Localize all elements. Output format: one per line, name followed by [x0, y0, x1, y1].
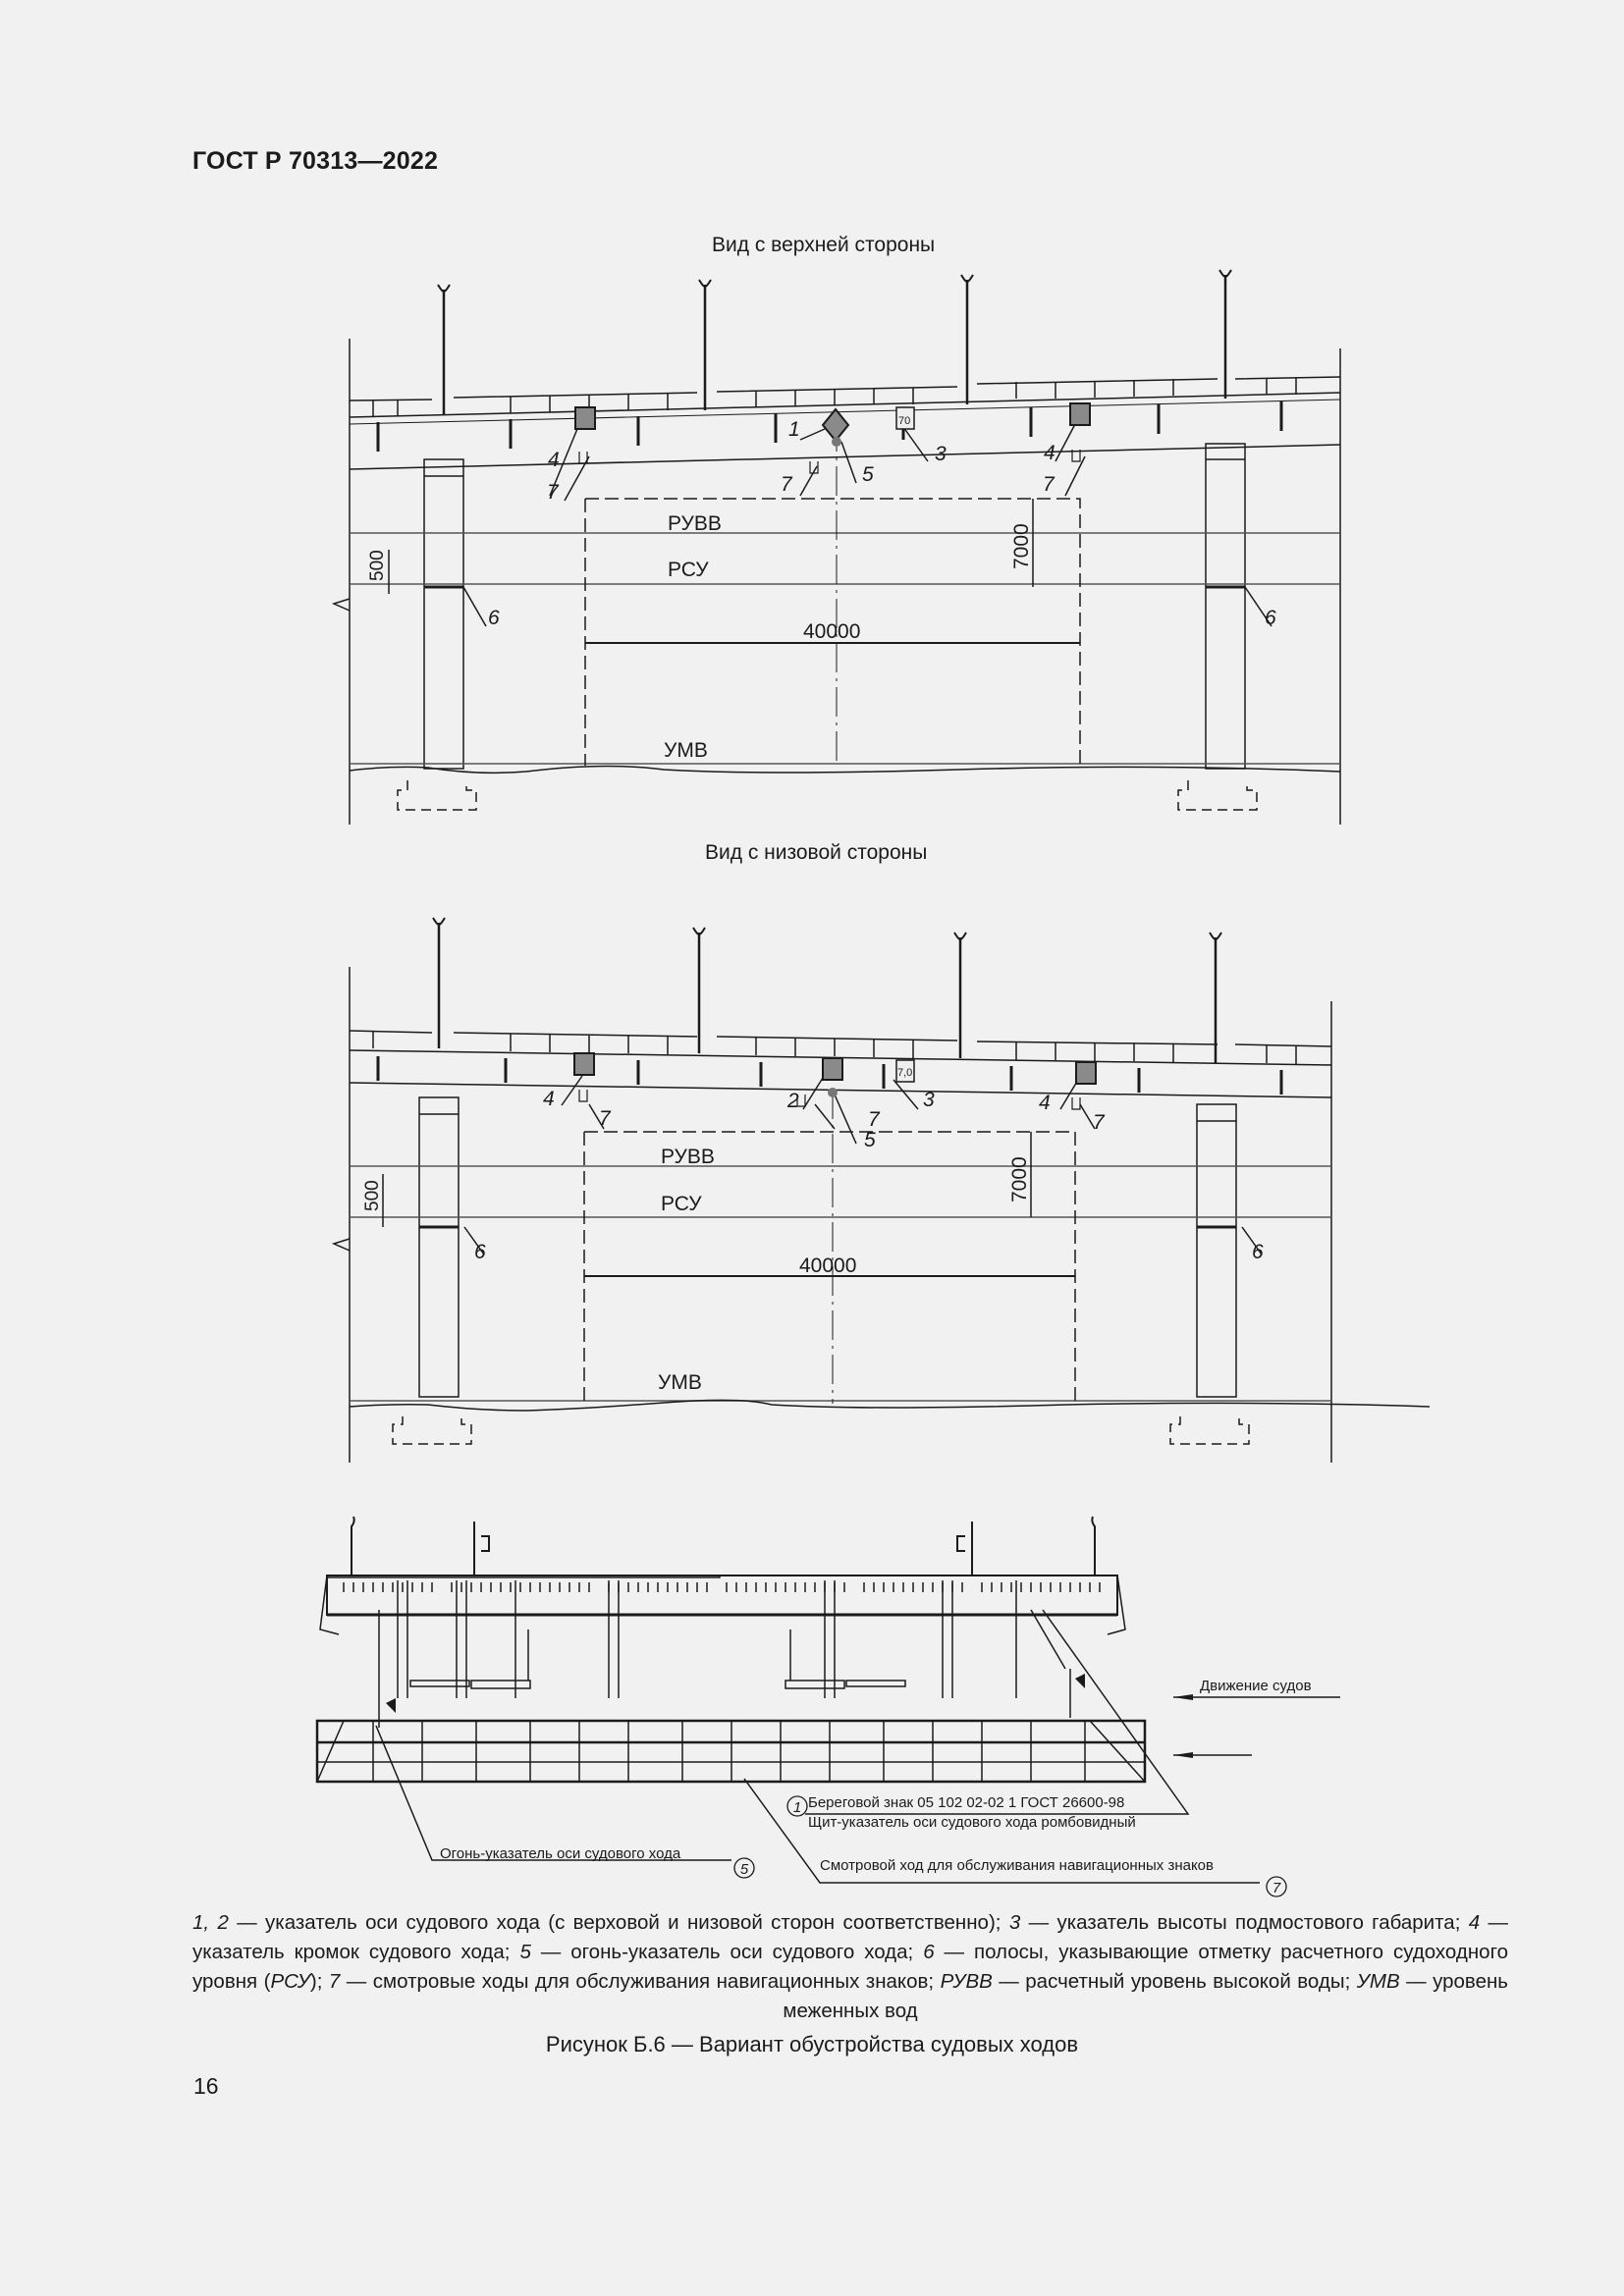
legend-key: РУВВ	[940, 1970, 993, 1993]
legend-key: 7	[328, 1970, 341, 1993]
callout-3: 3	[935, 443, 947, 465]
view-title-downstream: Вид с низовой стороны	[705, 841, 928, 864]
legend-text: );	[309, 1970, 323, 1993]
figure-legend: 1, 2 — указатель оси судового хода (с ве…	[192, 1911, 1509, 2022]
dimension-offset: 500	[367, 550, 388, 581]
document-header: ГОСТ Р 70313—2022	[192, 147, 439, 175]
dimension-height: 7000	[1008, 1156, 1031, 1202]
legend-key: 1, 2	[192, 1911, 229, 1934]
note-1-line1: Береговой знак 05 102 02-02 1 ГОСТ 26600…	[808, 1794, 1124, 1811]
view-title-upstream: Вид с верхней стороны	[712, 234, 936, 256]
level-umv: УМВ	[658, 1371, 702, 1394]
callout-1: 1	[788, 418, 800, 441]
callout-3: 3	[923, 1089, 935, 1111]
legend-key: 6	[923, 1941, 935, 1963]
legend-key: 4	[1468, 1911, 1481, 1934]
height-sign-value: 7,0	[897, 1067, 912, 1079]
note-number-7: 7	[1272, 1880, 1281, 1896]
legend-text: смотровые ходы для обслуживания навигаци…	[372, 1970, 935, 1993]
legend-key: УМВ	[1356, 1970, 1400, 1993]
note-number-1: 1	[793, 1799, 801, 1816]
level-rsu: РСУ	[661, 1193, 702, 1215]
callout-7: 7	[547, 481, 560, 504]
level-ruvv: РУВВ	[661, 1146, 715, 1168]
callout-6: 6	[1265, 607, 1276, 629]
legend-text: указатель оси судового хода (с верховой …	[265, 1911, 1001, 1934]
legend-text: указатель кромок судового хода;	[192, 1941, 511, 1963]
note-number-5: 5	[740, 1861, 749, 1878]
level-ruvv: РУВВ	[668, 512, 722, 535]
dimension-height: 7000	[1010, 523, 1033, 569]
callout-6: 6	[1252, 1241, 1264, 1263]
dimension-width: 40000	[799, 1255, 856, 1277]
ship-movement-label: Движение судов	[1200, 1678, 1312, 1694]
callout-4: 4	[543, 1088, 555, 1110]
legend-text: полосы, указывающие отметку расчетного с…	[192, 1941, 1508, 1993]
callout-5: 5	[862, 463, 874, 486]
level-rsu: РСУ	[668, 559, 709, 581]
legend-key: 3	[1008, 1911, 1021, 1934]
figure-caption: Рисунок Б.6 — Вариант обустройства судов…	[545, 2032, 1079, 2056]
legend-text: уровень меженных вод	[783, 1970, 1508, 2022]
note-7-text: Смотровой ход для обслуживания навигацио…	[820, 1857, 1214, 1874]
legend-abbr: РСУ	[270, 1970, 310, 1993]
callout-4: 4	[1039, 1092, 1051, 1114]
callout-4: 4	[548, 449, 560, 471]
callout-7: 7	[1043, 473, 1056, 496]
page-number: 16	[193, 2073, 219, 2099]
level-umv: УМВ	[664, 739, 708, 762]
callout-6: 6	[488, 607, 500, 629]
callout-7: 7	[781, 473, 793, 496]
legend-key: 5	[519, 1941, 531, 1963]
height-sign-value: 70	[898, 415, 910, 427]
callout-7: 7	[868, 1108, 881, 1131]
callout-4: 4	[1044, 442, 1056, 464]
callout-7: 7	[1093, 1111, 1106, 1134]
callout-2: 2	[786, 1090, 799, 1112]
callout-6: 6	[474, 1241, 486, 1263]
legend-text: указатель высоты подмостового габарита;	[1056, 1911, 1461, 1934]
note-1-line2: Щит-указатель оси судового хода ромбовид…	[808, 1814, 1136, 1831]
legend-text: огонь-указатель оси судового хода;	[570, 1941, 914, 1963]
dimension-offset: 500	[362, 1180, 383, 1211]
callout-5: 5	[864, 1129, 876, 1151]
note-5-text: Огонь-указатель оси судового хода	[440, 1845, 681, 1862]
legend-text: расчетный уровень высокой воды;	[1025, 1970, 1351, 1993]
callout-7: 7	[599, 1107, 612, 1130]
dimension-width: 40000	[803, 620, 860, 643]
